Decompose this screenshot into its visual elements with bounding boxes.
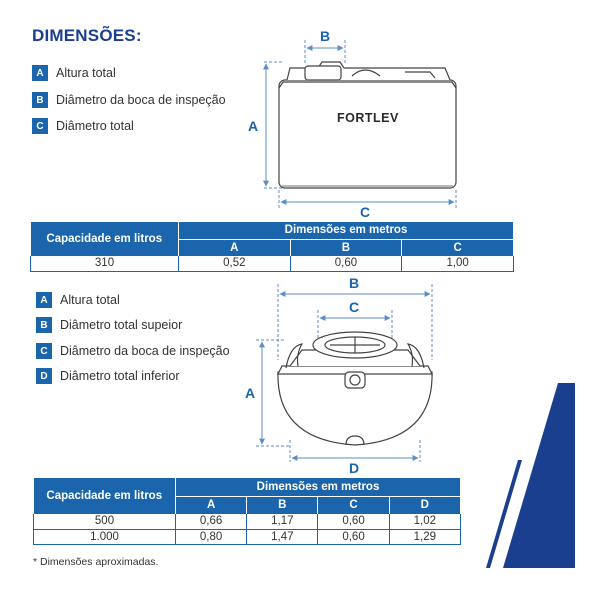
dim-label-b2: B: [349, 275, 360, 291]
legend-item-c: C Diâmetro total: [32, 118, 134, 134]
dim-label-a2: A: [245, 385, 256, 401]
page-title: DIMENSÕES:: [32, 26, 142, 45]
legend-item-b: B Diâmetro da boca de inspeção: [32, 92, 226, 108]
dim-label-c: C: [360, 204, 371, 220]
dim-label-c2: C: [349, 299, 360, 315]
cell-value: 1,00: [401, 256, 514, 272]
legend2-item-d: D Diâmetro total inferior: [36, 368, 180, 384]
cell-value: 0,66: [175, 514, 248, 530]
legend-label: Diâmetro da boca de inspeção: [56, 93, 226, 107]
tank-310-drawing: [278, 61, 457, 189]
legend-label: Diâmetro da boca de inspeção: [60, 344, 230, 358]
dim-label-b: B: [320, 28, 331, 44]
legend-badge: D: [36, 368, 52, 384]
cell-value: 0,60: [317, 529, 390, 545]
legend-badge: B: [36, 317, 52, 333]
legend-badge: A: [36, 292, 52, 308]
cell-value: 0,60: [290, 256, 403, 272]
legend2-item-c: C Diâmetro da boca de inspeção: [36, 343, 230, 359]
col-header-b: B: [290, 238, 403, 256]
legend-badge: A: [32, 65, 48, 81]
col-header-a: A: [178, 238, 291, 256]
dim-label-a: A: [248, 118, 259, 134]
footnote: * Dimensões aproximadas.: [33, 556, 159, 568]
table-row: 1.000 0,80 1,47 0,60 1,29: [33, 529, 462, 545]
capacity-header: Capacidade em litros: [30, 222, 179, 256]
dim-label-d2: D: [349, 460, 360, 476]
legend2-item-b: B Diâmetro total supeior: [36, 317, 182, 333]
tank-1000-drawing: [277, 331, 433, 446]
dimensions-table-310: Capacidade em litros Dimensões em metros…: [30, 222, 514, 272]
decorative-stripes: [486, 383, 575, 568]
table-row: 310 0,52 0,60 1,00: [30, 256, 514, 272]
col-header-c: C: [401, 238, 514, 256]
stripe-thin: [486, 460, 522, 568]
legend-badge: C: [32, 118, 48, 134]
legend-item-a: A Altura total: [32, 65, 116, 81]
dimensions-table-500-1000: Capacidade em litros Dimensões em metros…: [33, 478, 462, 545]
cell-capacity: 500: [33, 514, 176, 530]
col-header-c: C: [317, 495, 390, 514]
cell-value: 1,17: [246, 514, 319, 530]
legend-label: Altura total: [56, 66, 116, 80]
cell-value: 1,29: [389, 529, 462, 545]
dims-header: Dimensões em metros: [175, 478, 461, 496]
col-header-a: A: [175, 495, 248, 514]
cell-value: 0,52: [178, 256, 291, 272]
tank-310-body: [278, 79, 457, 189]
cell-capacity: 1.000: [33, 529, 176, 545]
legend-label: Diâmetro total inferior: [60, 369, 180, 383]
cell-value: 0,60: [317, 514, 390, 530]
legend-label: Diâmetro total supeior: [60, 318, 183, 332]
brand-logo: FORTLEV: [337, 111, 399, 125]
cell-value: 0,80: [175, 529, 248, 545]
capacity-header: Capacidade em litros: [33, 478, 176, 514]
dims-header: Dimensões em metros: [178, 222, 514, 239]
cell-capacity: 310: [30, 256, 179, 272]
legend-badge: C: [36, 343, 52, 359]
cell-value: 1,02: [389, 514, 462, 530]
table-row: 500 0,66 1,17 0,60 1,02: [33, 514, 462, 530]
legend-label: Diâmetro total: [56, 119, 134, 133]
col-header-b: B: [246, 495, 319, 514]
legend-badge: B: [32, 92, 48, 108]
col-header-d: D: [389, 495, 462, 514]
tank-1000-body: [277, 371, 433, 446]
legend2-item-a: A Altura total: [36, 292, 120, 308]
legend-label: Altura total: [60, 293, 120, 307]
cell-value: 1,47: [246, 529, 319, 545]
stripe-large: [503, 383, 575, 568]
